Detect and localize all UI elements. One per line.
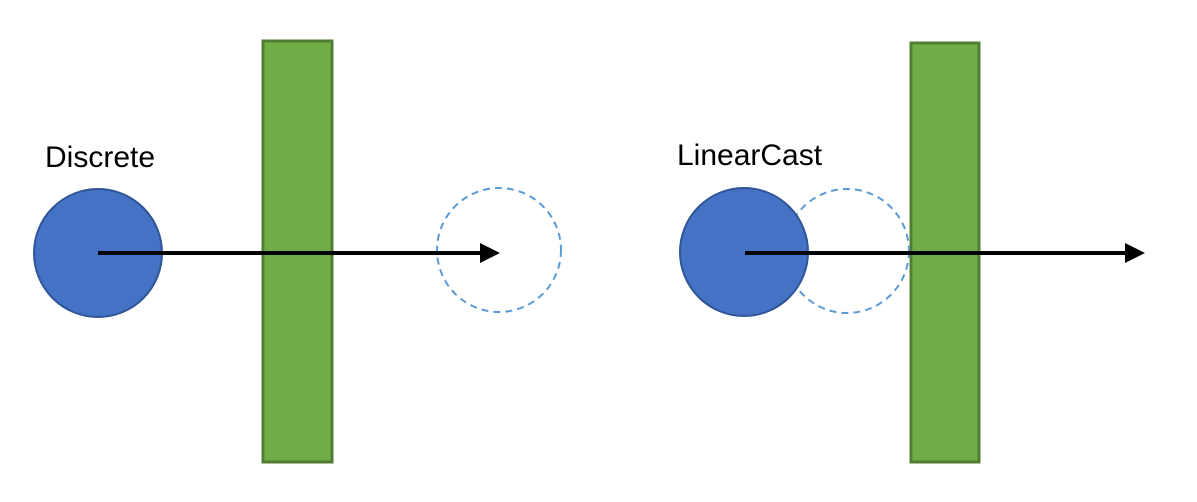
diagram-label-linearcast: LinearCast [677,139,823,172]
ghost-position-circle [436,187,562,313]
diagram-label-discrete: Discrete [45,141,155,174]
linearcast-diagram: LinearCast [677,41,1145,464]
discrete-diagram: Discrete [33,39,562,464]
